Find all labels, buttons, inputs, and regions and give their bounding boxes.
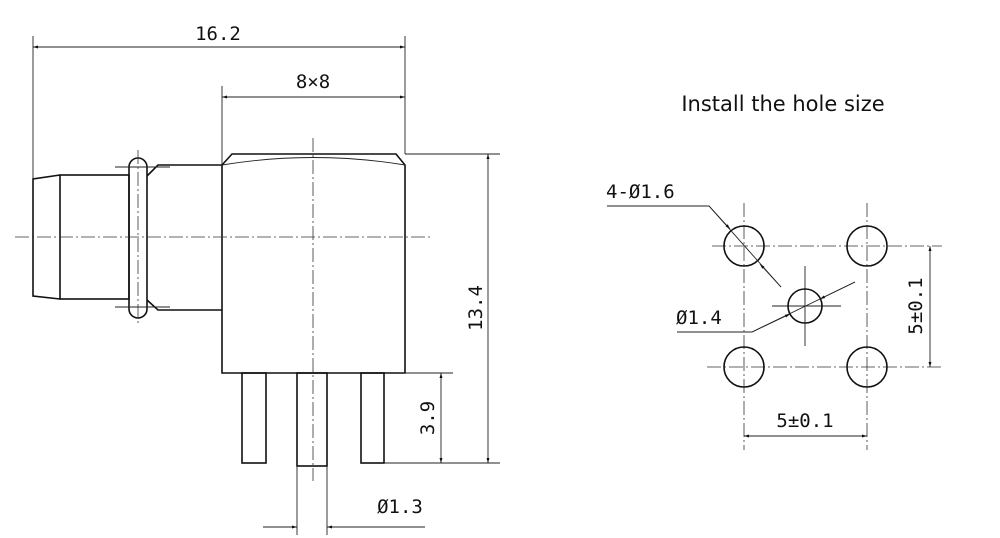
hole-pattern-view: Install the hole size 4-Ø1.6 Ø1.4 5±0.1 … [606, 92, 942, 450]
dim-body-size: 8×8 [296, 71, 330, 93]
hole-bottom-left [723, 346, 765, 388]
pin-right [360, 372, 385, 464]
label-center-hole: Ø1.4 [676, 307, 722, 329]
label-outer-holes: 4-Ø1.6 [606, 181, 675, 203]
dim-horizontal-spacing: 5±0.1 [776, 410, 833, 432]
housing-body [221, 153, 406, 374]
hole-top-left [723, 225, 765, 267]
hole-bottom-right [846, 346, 888, 388]
neck [146, 164, 222, 311]
hole-center [787, 288, 823, 324]
dim-overall-length: 16.2 [195, 23, 241, 45]
pin-left [241, 372, 267, 464]
hole-pattern-title: Install the hole size [681, 92, 884, 116]
dim-pin-length: 3.9 [417, 401, 439, 435]
dim-total-height: 13.4 [465, 285, 487, 331]
dim-pin-diameter: Ø1.3 [377, 496, 423, 518]
pin-center [296, 372, 328, 467]
plug-tip [32, 174, 61, 300]
connector-side-view: 16.2 8×8 13.4 3.9 Ø1.3 [15, 23, 500, 535]
hole-top-right [846, 225, 888, 267]
dim-vertical-spacing: 5±0.1 [905, 277, 927, 334]
